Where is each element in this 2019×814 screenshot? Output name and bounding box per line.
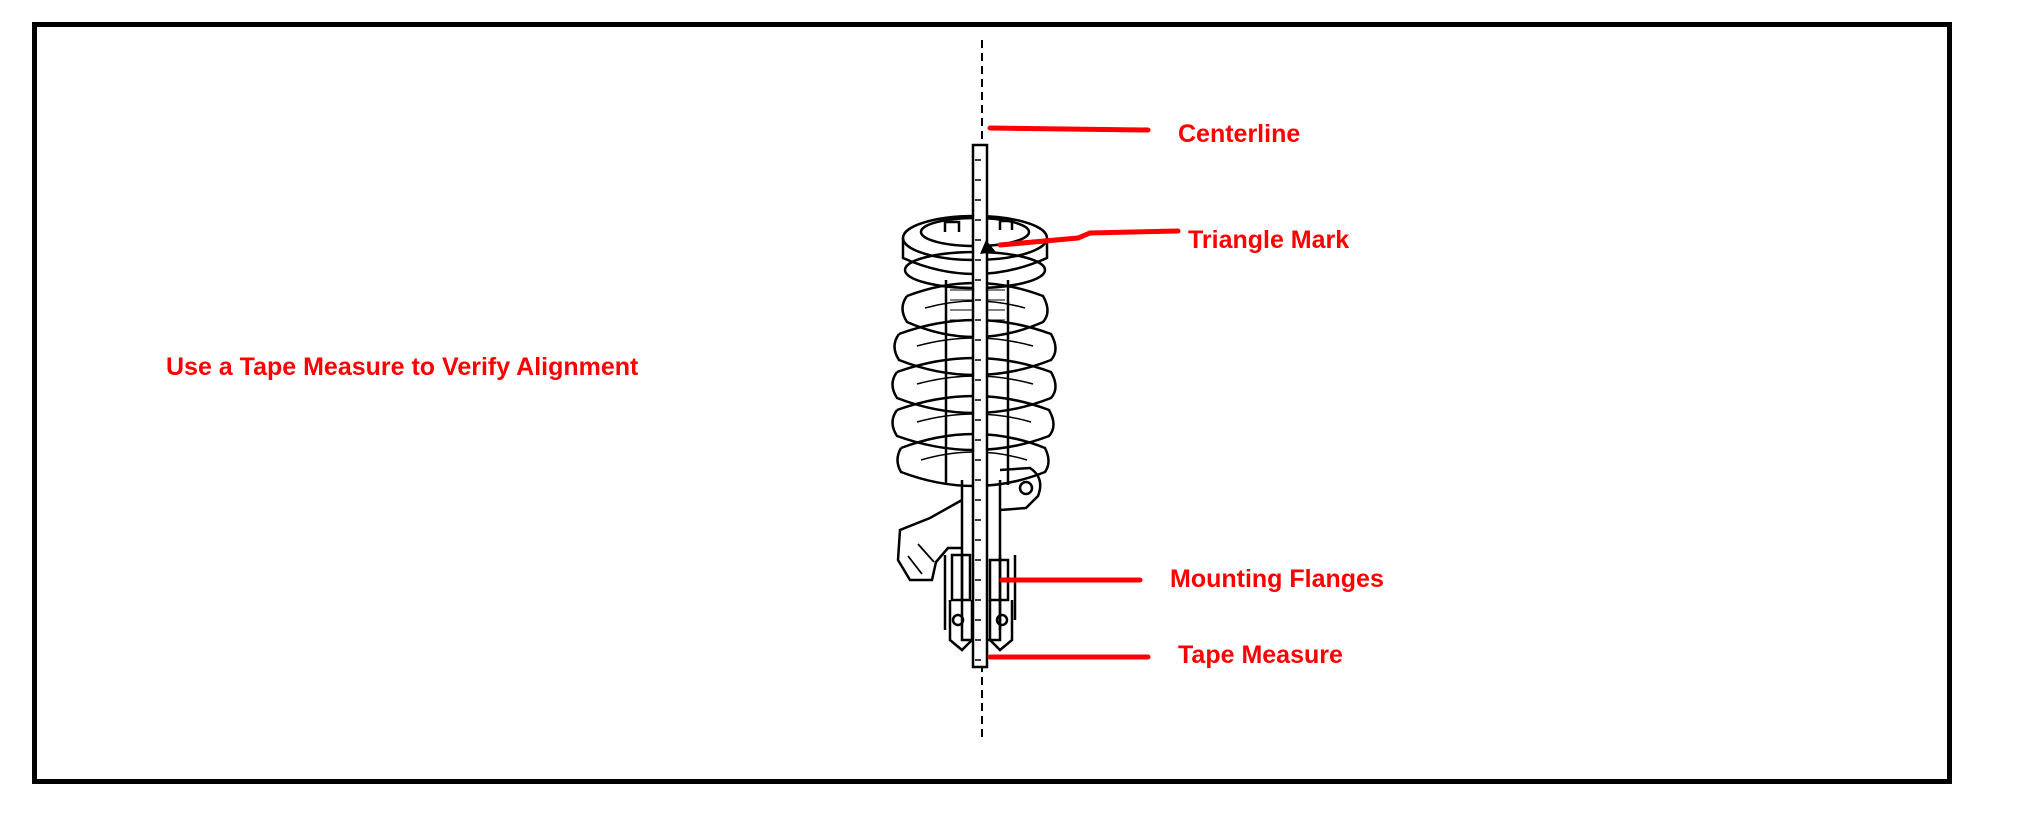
triangle-mark-leader <box>997 228 1181 248</box>
triangle-mark-label: Triangle Mark <box>1188 226 1350 254</box>
centerline-label: Centerline <box>1178 120 1301 148</box>
tape-measure-label: Tape Measure <box>1178 641 1343 669</box>
centerline-leader <box>987 125 1151 133</box>
triangle-mark-icon <box>980 240 996 254</box>
tape-measure-strip <box>971 143 989 669</box>
main-caption: Use a Tape Measure to Verify Alignment <box>166 353 639 381</box>
mounting-flanges-label: Mounting Flanges <box>1170 565 1384 593</box>
leader-lines <box>987 125 1181 660</box>
